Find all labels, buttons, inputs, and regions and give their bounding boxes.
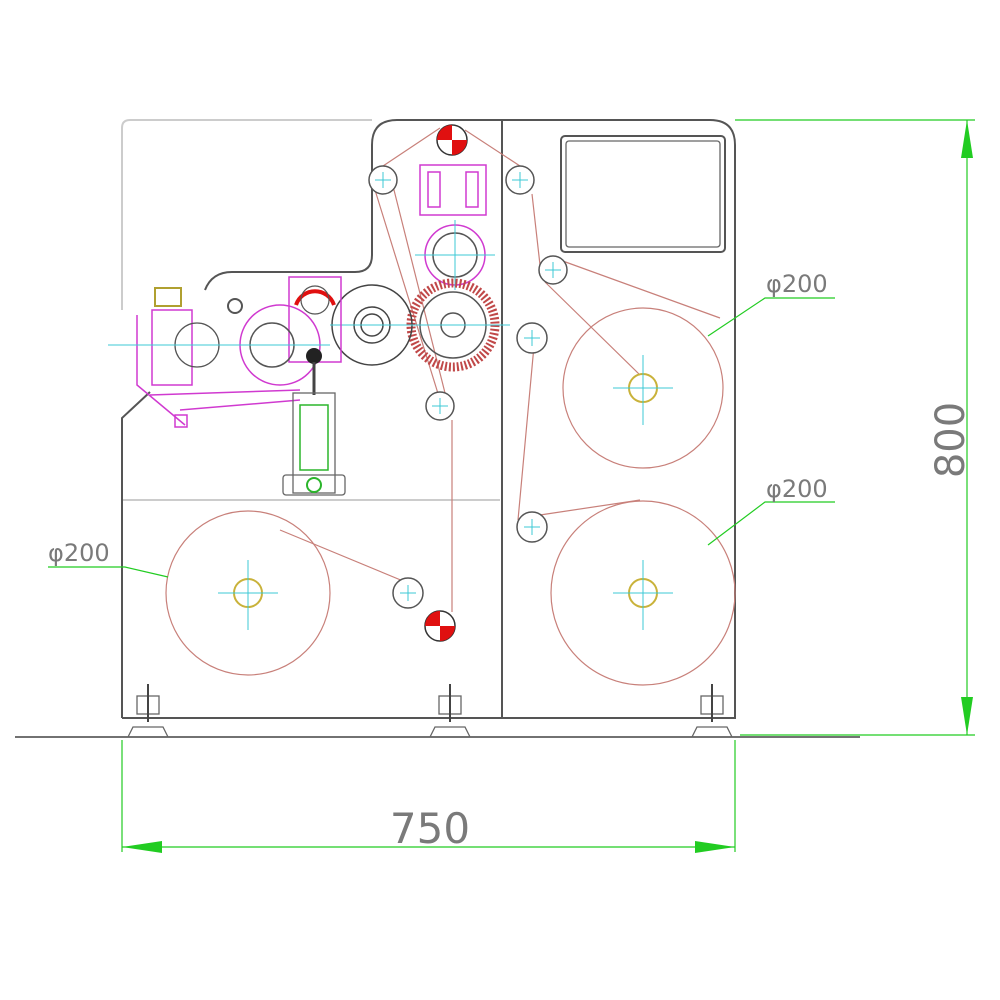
control-screen (560, 135, 726, 253)
machine-frame (121, 119, 736, 719)
height-dimension: 800 (735, 119, 975, 736)
leader-upper-roll (707, 297, 835, 337)
upper-knife-holder (415, 164, 495, 290)
leveling-foot (127, 684, 169, 738)
leader-lower-roll (707, 501, 835, 546)
anvil-roller (400, 278, 510, 372)
nip-assembly (227, 276, 342, 386)
control-screen-inner (565, 140, 721, 248)
unwind-roll (165, 510, 331, 676)
diameter-label-lower: φ200 (766, 475, 828, 503)
sensor-marker-bottom (424, 610, 456, 642)
diameter-label-unwind: φ200 (48, 539, 110, 567)
drive-roller (330, 284, 415, 366)
idler-rollers (368, 165, 568, 609)
leveling-foot (691, 684, 733, 738)
pneumatic-cylinder (282, 362, 346, 496)
leveling-foot (429, 684, 471, 738)
height-dimension-text: 800 (928, 402, 974, 478)
width-dimension-text: 750 (390, 804, 470, 853)
left-side-bracket (108, 287, 330, 428)
rewind-roll-upper (562, 307, 724, 469)
rewind-roll-lower (550, 500, 736, 686)
top-cover-outline (121, 119, 372, 310)
diameter-label-upper: φ200 (766, 270, 828, 298)
width-dimension: 750 (121, 740, 736, 853)
leader-unwind-roll (48, 566, 169, 578)
sensor-marker-top (436, 124, 468, 156)
web-path (279, 127, 721, 612)
